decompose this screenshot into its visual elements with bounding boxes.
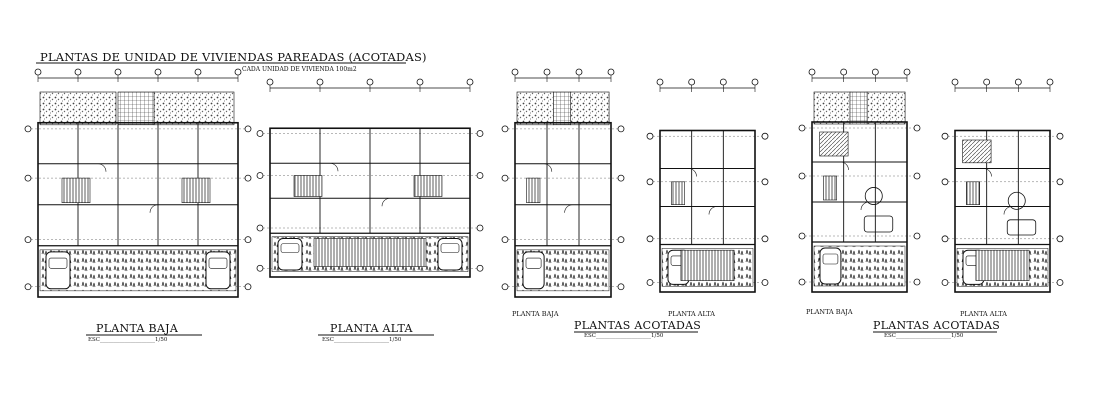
sheet-subtitle: CADA UNIDAD DE VIVIENDA 100m2 [242,66,357,73]
scale-planta-baja: ESC____________________1/50 [88,337,168,343]
label-planta-alta-small-2: PLANTA ALTA [960,310,1007,318]
label-plantas-acotadas-2-underline [873,331,997,333]
label-plantas-acotadas-1: PLANTAS ACOTADAS [574,319,702,332]
label-plantas-acotadas-1-underline [574,331,698,333]
label-planta-baja: PLANTA BAJA [96,322,179,335]
plan-acotada-baja-2 [798,68,921,293]
plan-acotada-alta-2 [941,78,1064,293]
label-planta-alta-underline [318,334,434,336]
label-planta-baja-underline [86,334,202,336]
label-planta-alta: PLANTA ALTA [330,322,413,335]
label-planta-baja-small-2: PLANTA BAJA [806,308,853,316]
plan-planta-baja [24,68,252,298]
plan-acotada-baja-1 [501,68,625,298]
title-underline [36,62,406,64]
label-planta-alta-small-1: PLANTA ALTA [668,310,715,318]
scale-plantas-acotadas-1: ESC____________________1/50 [584,333,664,339]
label-plantas-acotadas-2: PLANTAS ACOTADAS [873,319,1001,332]
plan-acotada-alta-1 [646,78,769,293]
scale-planta-alta: ESC____________________1/50 [322,337,402,343]
label-planta-baja-small-1: PLANTA BAJA [512,310,559,318]
scale-plantas-acotadas-2: ESC____________________1/50 [884,333,964,339]
plan-planta-alta [256,78,484,278]
sheet-title: PLANTAS DE UNIDAD DE VIVIENDAS PAREADAS … [40,50,427,64]
